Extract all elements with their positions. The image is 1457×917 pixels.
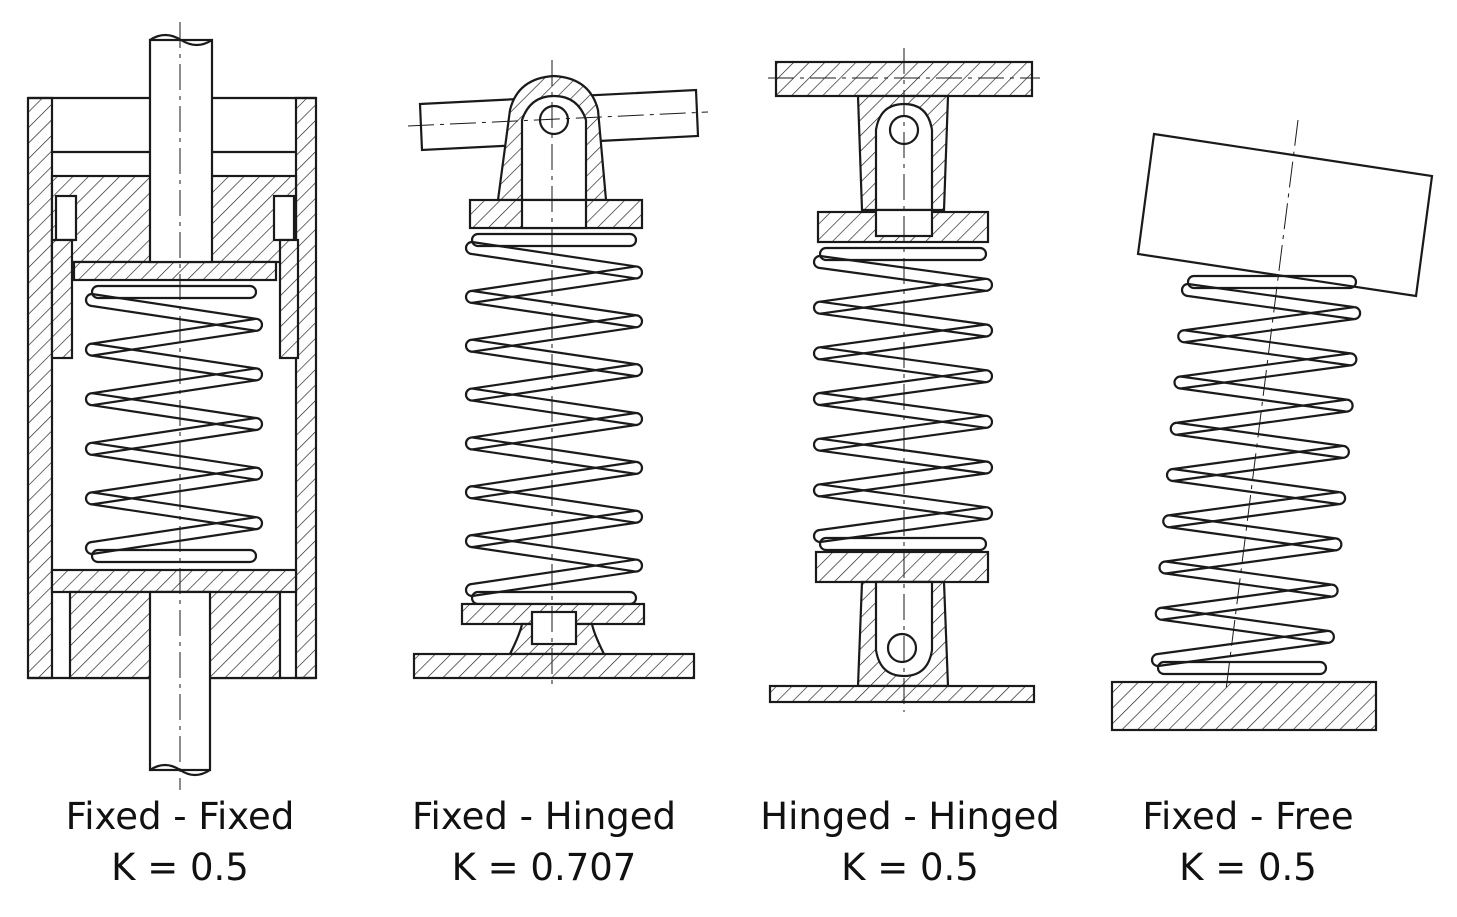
k-value: K = 0.707	[451, 846, 637, 889]
k-value: K = 0.5	[1179, 846, 1317, 889]
diagram-title: Hinged - Hinged	[760, 795, 1060, 838]
diagram-fixed-hinged	[407, 60, 709, 690]
diagram-title: Fixed - Fixed	[65, 795, 295, 838]
caption-fixed-hinged: Fixed - Hinged K = 0.707	[374, 792, 714, 894]
k-value: K = 0.5	[111, 846, 249, 889]
caption-fixed-fixed: Fixed - Fixed K = 0.5	[10, 792, 350, 894]
diagram-hinged-hinged	[768, 48, 1040, 712]
diagram-title: Fixed - Free	[1142, 795, 1354, 838]
diagram-fixed-fixed	[26, 22, 318, 790]
diagram-title: Fixed - Hinged	[411, 795, 677, 838]
k-value: K = 0.5	[841, 846, 979, 889]
diagram-fixed-free	[1110, 119, 1434, 732]
caption-hinged-hinged: Hinged - Hinged K = 0.5	[740, 792, 1080, 894]
caption-fixed-free: Fixed - Free K = 0.5	[1078, 792, 1418, 894]
